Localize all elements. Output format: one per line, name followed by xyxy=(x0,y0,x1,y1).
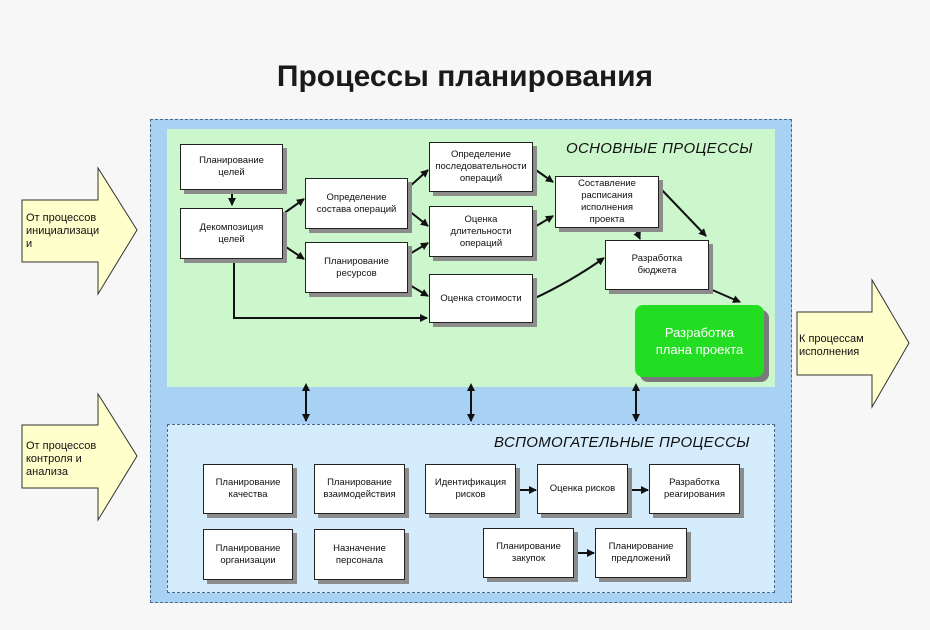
project-plan-box: Разработка плана проекта xyxy=(635,305,764,377)
connector-sequence-to-schedule xyxy=(532,167,554,183)
arrow-from-control-shape xyxy=(21,392,138,522)
arrow-from-initiation-label: От процессов инициализаци и xyxy=(26,212,100,250)
response-development-box: Разработка реагирования xyxy=(649,464,740,514)
duration-estimation-box: Оценка длительности операций xyxy=(429,206,533,257)
staff-assignment-box: Назначение персонала xyxy=(314,529,405,580)
main-processes-title: ОСНОВНЫЕ ПРОЦЕССЫ xyxy=(566,140,753,157)
connector-duration-to-schedule xyxy=(532,215,554,229)
budget-box: Разработка бюджета xyxy=(605,240,709,290)
connector-resources-to-duration xyxy=(407,242,429,256)
proposal-planning-box: Планирование предложений xyxy=(595,528,687,578)
cost-estimation-box: Оценка стоимости xyxy=(429,274,533,323)
arrow-from-initiation-shape xyxy=(21,166,138,296)
connector-composition-to-sequence xyxy=(407,169,429,189)
connector-decomposition-to-composition xyxy=(282,198,305,215)
goal-decomposition-box: Декомпозиция целей xyxy=(180,208,283,259)
arrow-to-execution-label: К процессам исполнения xyxy=(799,333,864,358)
risk-identification-box: Идентификация рисков xyxy=(425,464,516,514)
connector-decomposition-to-cost xyxy=(233,259,428,322)
resource-planning-box: Планирование ресурсов xyxy=(305,242,408,293)
page-title: Процессы планирования xyxy=(276,60,654,93)
procurement-planning-box: Планирование закупок xyxy=(483,528,574,578)
connector-resources-to-cost xyxy=(407,283,429,297)
arrow-to-execution-shape xyxy=(796,278,910,409)
risk-assessment-box: Оценка рисков xyxy=(537,464,628,514)
connector-schedule-to-budget xyxy=(633,227,641,240)
goal-planning-box: Планирование целей xyxy=(180,144,283,190)
arrow-from-control-label: От процессов контроля и анализа xyxy=(26,440,97,478)
connector-decomposition-to-resources xyxy=(282,244,305,260)
interaction-planning-box: Планирование взаимодействия xyxy=(314,464,405,514)
schedule-box: Составление расписания исполнения проект… xyxy=(555,176,659,228)
connector-budget-to-plan xyxy=(709,288,741,303)
auxiliary-processes-title: ВСПОМОГАТЕЛЬНЫЕ ПРОЦЕССЫ xyxy=(494,434,750,451)
operations-composition-box: Определение состава операций xyxy=(305,178,408,229)
connector-composition-to-duration xyxy=(407,209,429,227)
operations-sequence-box: Определение последовательности операций xyxy=(429,142,533,192)
connector-cost-to-budget xyxy=(532,257,605,300)
quality-planning-box: Планирование качества xyxy=(203,464,293,514)
organization-planning-box: Планирование организации xyxy=(203,529,293,580)
connector-schedule-to-plan xyxy=(659,187,707,237)
